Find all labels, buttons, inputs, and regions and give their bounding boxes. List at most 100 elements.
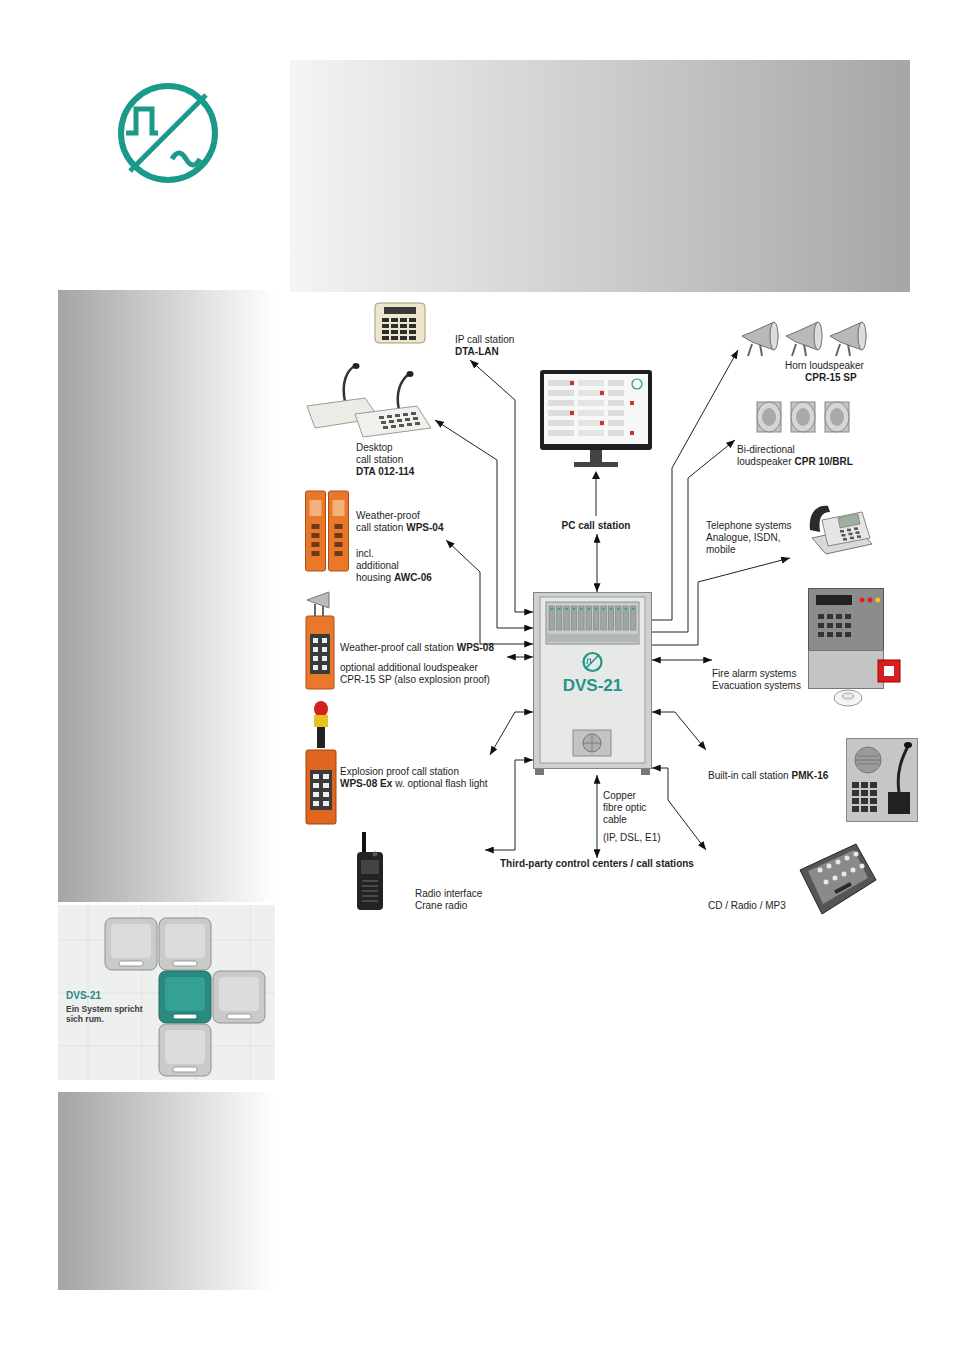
device-picture (305, 362, 433, 438)
connector-arrow (652, 350, 738, 620)
device-illustration (305, 490, 349, 572)
logo-ring (121, 86, 215, 180)
device-label: Desktop call station (356, 442, 408, 466)
explosion-proof-call-station: Explosion proof call stationWPS-08 Exw. … (305, 700, 490, 827)
model-name: DTA 012-114 (356, 466, 414, 478)
connector-arrow (652, 712, 706, 750)
product-name: DVS-21 (66, 990, 101, 1002)
connector-label: Copper fibre optic cable (603, 790, 655, 826)
device-picture (305, 590, 335, 690)
side-panel (58, 290, 275, 902)
device-picture (738, 318, 870, 358)
device-label: Horn loudspeaker (785, 360, 864, 372)
cable-type: (IP, DSL, E1) (603, 832, 661, 844)
device-picture (305, 490, 349, 572)
weatherproof-call-station: Weather-proof call stationWPS-04incl. ad… (305, 490, 446, 586)
device-illustration (305, 590, 335, 690)
cube-face (159, 971, 211, 1023)
device-illustration (372, 300, 428, 346)
device-picture (808, 588, 903, 708)
device-illustration (305, 362, 433, 438)
builtin-call-station: Built-in call stationPMK-16 (706, 738, 920, 824)
connector-arrow (435, 420, 533, 628)
connector-arrow (485, 760, 533, 850)
cube-face (159, 918, 211, 970)
bidirectional-loudspeaker: Bi-directional loudspeakerCPR 10/BRL (735, 398, 869, 470)
device-label: CD / Radio / MP3 (708, 900, 786, 912)
model-name: DVS-21 (533, 676, 652, 696)
logo-slash (130, 95, 206, 171)
radio-interface: Radio interfaceCrane radio (355, 832, 485, 914)
control-cabinet: DVS-21 (533, 592, 652, 775)
device-label: Fire alarm systems (712, 668, 796, 680)
desktop-call-station: Desktop call stationDTA 012-114 (305, 362, 435, 480)
logo-sine (172, 153, 200, 165)
device-label: Explosion proof call station (340, 766, 459, 778)
model-name: WPS-04 (406, 522, 443, 534)
device-illustration (808, 498, 874, 556)
slogan: Ein System spricht sich rum. (66, 1004, 154, 1024)
model-name: CPR-15 SP (805, 372, 857, 384)
connector-arrow (490, 712, 533, 755)
cube-face (213, 971, 265, 1023)
device-label: Weather-proof call station (340, 642, 454, 654)
device-label: Telephone systems (706, 520, 792, 532)
device-picture (796, 840, 878, 916)
device-illustration (735, 398, 867, 438)
connector-arrow (470, 360, 533, 612)
device-picture (808, 498, 874, 556)
device-label: Crane radio (415, 900, 467, 912)
pc-call-station: PC call station (540, 370, 654, 534)
connector-arrow (652, 558, 790, 645)
device-picture (372, 300, 428, 346)
company-logo (110, 75, 226, 191)
device-illustration (305, 700, 337, 825)
device-picture (846, 738, 918, 822)
model-name: PMK-16 (792, 770, 829, 782)
device-illustration (355, 832, 385, 912)
device-illustration (796, 840, 878, 916)
side-panel (58, 1092, 275, 1290)
model-name: CPR 10/BRL (794, 456, 852, 468)
model-name: DTA-LAN (455, 346, 499, 358)
device-picture (355, 832, 385, 912)
device-label: Built-in call station (708, 770, 789, 782)
model-name: PC call station (540, 520, 652, 532)
connector-arrow (446, 540, 533, 644)
cube-face (159, 1024, 211, 1076)
device-label: Analogue, ISDN, mobile (706, 532, 786, 556)
device-picture (540, 370, 652, 518)
model-name: AWC-06 (394, 572, 432, 584)
device-label: w. optional flash light (395, 778, 487, 790)
connector-arrow (507, 657, 533, 658)
device-label: IP call station (455, 334, 514, 346)
device-illustration (738, 318, 870, 358)
device-illustration (846, 738, 918, 822)
telephone-system: Telephone systemsAnalogue, ISDN, mobile (704, 498, 876, 558)
cube-face (105, 918, 157, 970)
ip-call-station: IP call stationDTA-LAN (372, 300, 517, 360)
fire-alarm-system: Fire alarm systemsEvacuation systems (712, 588, 905, 710)
connector-arrow (652, 660, 712, 661)
device-illustration (808, 588, 903, 708)
model-name: Third-party control centers / call stati… (500, 858, 694, 870)
device-label: Evacuation systems (712, 680, 801, 692)
device-picture (735, 398, 867, 438)
thumbnail-grid (58, 905, 275, 1080)
connector-arrow (597, 775, 598, 858)
device-label: Radio interface (415, 888, 482, 900)
horn-loudspeaker: Horn loudspeakerCPR-15 SP (738, 318, 872, 386)
connector-arrow (597, 534, 598, 592)
device-picture (305, 700, 337, 825)
third-party-stations: Third-party control centers / call stati… (500, 858, 696, 872)
model-name: WPS-08 Ex (340, 778, 392, 790)
logo-pulse (126, 109, 158, 133)
device-illustration (540, 370, 652, 518)
device-label: Bi-directional loudspeaker (737, 444, 799, 468)
weatherproof-call-station: Weather-proof call stationWPS-08 optional… (305, 590, 507, 692)
model-name: WPS-08 (457, 642, 494, 654)
thumbnail-ground (58, 905, 275, 1080)
device-label: optional additional loudspeaker CPR-15 S… (340, 662, 505, 686)
audio-source: CD / Radio / MP3 (706, 840, 880, 918)
header-band (290, 60, 910, 292)
